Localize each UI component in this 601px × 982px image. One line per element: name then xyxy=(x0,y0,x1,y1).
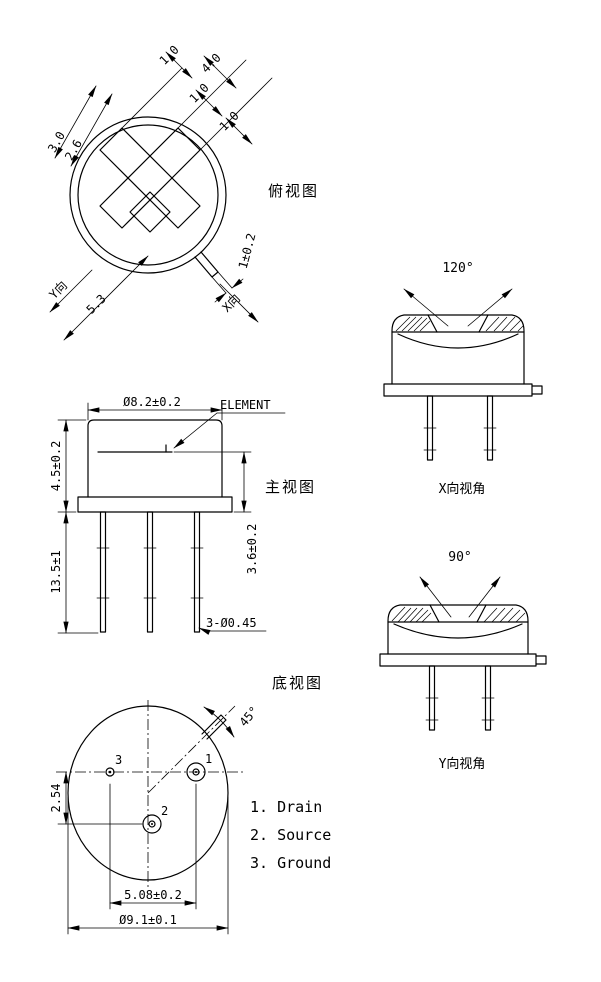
top-dim-cluster: 1.0 4.0 1.0 1.0 xyxy=(121,43,273,157)
y-view-angle-line-right xyxy=(468,576,501,618)
sensor-window-pattern xyxy=(99,127,201,233)
dim-label-pin-row-offset: 2.54 xyxy=(49,784,63,813)
axis-labels: Y向 X向 xyxy=(46,269,259,323)
pin-legend: 1. Drain 2. Source 3. Ground xyxy=(250,798,331,872)
can-outer-circle xyxy=(69,116,227,274)
leads xyxy=(96,511,204,633)
center-lines xyxy=(56,700,244,888)
dim-label-diagonal: 5.3 xyxy=(84,292,109,317)
sensor-element xyxy=(97,444,173,453)
x-view-angle-label: 120° xyxy=(442,261,473,276)
x-view-angle-line-left xyxy=(403,288,449,327)
dim-label-tab-width: 1±0.2 xyxy=(236,232,259,271)
y-view-angle-line-left xyxy=(419,576,452,618)
tab-width-dim: 1±0.2 xyxy=(211,232,259,303)
flange-diameter-dim: Ø9.1±0.1 xyxy=(67,796,229,935)
pin-1-number: 1 xyxy=(205,752,212,766)
dim-label-tab-angle: 45° xyxy=(237,704,262,730)
y-view-lens-arc xyxy=(393,623,523,639)
axis-label-y: Y向 xyxy=(46,278,70,302)
y-direction-view: 90° Y向视角 xyxy=(379,550,547,772)
dim-label-cap-diameter: Ø8.2±0.2 xyxy=(123,395,181,409)
x-view-window-opening xyxy=(427,314,489,333)
locating-tab-top-view xyxy=(194,251,219,278)
y-view-hatching xyxy=(391,606,526,623)
top-dim-cluster-left: 3.0 2.6 xyxy=(45,85,113,167)
y-view-cap-outline xyxy=(387,604,529,655)
dim-label-cap-height: 4.5±0.2 xyxy=(49,441,63,492)
view-title-y: Y向视角 xyxy=(439,756,486,772)
dim-label-pin-spacing: 5.08±0.2 xyxy=(124,888,182,902)
axis-label-x: X向 xyxy=(219,291,243,315)
x-view-flange xyxy=(383,383,533,397)
y-view-leads xyxy=(425,665,495,731)
pin-2: 2 xyxy=(142,804,168,834)
pin-3: 3 xyxy=(105,753,122,777)
pin-spacing-dim: 5.08±0.2 xyxy=(109,783,197,910)
x-view-cap-outline xyxy=(391,314,525,385)
flange xyxy=(77,496,233,513)
view-title-bottom: 底视图 xyxy=(272,674,323,692)
can-inner-circle xyxy=(77,124,219,266)
can-body xyxy=(87,419,223,498)
cap-height-dim: 4.5±0.2 xyxy=(49,419,87,513)
x-view-lens-arc xyxy=(397,333,519,349)
y-view-angle-label: 90° xyxy=(448,550,471,565)
legend-item-source: 2. Source xyxy=(250,826,331,844)
lead-diameter-callout: 3-Ø0.45 xyxy=(198,616,267,635)
pin-1: 1 xyxy=(186,752,212,782)
element-label: ELEMENT xyxy=(220,398,271,412)
pin-3-number: 3 xyxy=(115,753,122,767)
lead-length-dim: 13.5±1 xyxy=(49,511,99,634)
x-view-leads xyxy=(423,395,497,461)
element-height-dim: 3.6±0.2 xyxy=(173,451,259,575)
cap-diameter-dim: Ø8.2±0.2 xyxy=(87,395,223,421)
diagonal-dim: 5.3 xyxy=(63,255,149,341)
y-view-window-opening xyxy=(429,604,487,623)
dim-label-lead-length: 13.5±1 xyxy=(49,550,63,593)
legend-item-drain: 1. Drain xyxy=(250,798,322,816)
y-view-flange-tab xyxy=(535,655,547,665)
view-title-front: 主视图 xyxy=(265,478,316,496)
y-view-flange xyxy=(379,653,537,667)
dim-label-flange-diameter: Ø9.1±0.1 xyxy=(119,913,177,927)
dim-label-element-length-2: 2.6 xyxy=(62,137,85,163)
x-view-flange-tab xyxy=(531,385,543,395)
x-direction-view: 120° X向视角 xyxy=(383,261,543,497)
pin-row-offset-dim: 2.54 xyxy=(49,771,143,825)
x-view-angle-line-right xyxy=(467,288,513,327)
view-title-top: 俯视图 xyxy=(268,182,319,200)
dim-label-element-height: 3.6±0.2 xyxy=(245,524,259,575)
view-title-x: X向视角 xyxy=(439,481,486,497)
pin-2-number: 2 xyxy=(161,804,168,818)
top-view: 1.0 4.0 1.0 1.0 3.0 2.6 1±0.2 5.3 Y向 xyxy=(45,43,319,341)
front-view: Ø8.2±0.2 ELEMENT 4.5±0.2 13.5±1 3.6±0.2 xyxy=(49,395,316,635)
legend-item-ground: 3. Ground xyxy=(250,854,331,872)
dim-label-lead-diameter: 3-Ø0.45 xyxy=(206,616,257,630)
x-view-hatching xyxy=(395,316,524,332)
element-callout: ELEMENT xyxy=(173,398,286,449)
